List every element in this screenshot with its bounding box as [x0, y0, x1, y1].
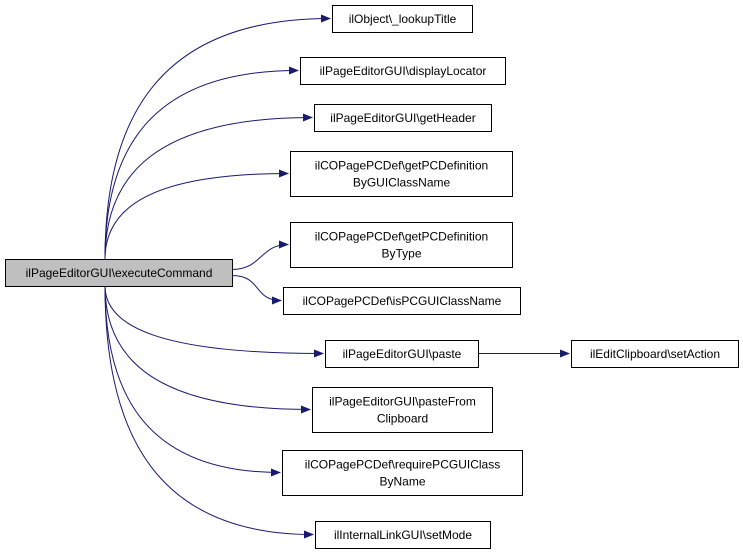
node-label-line: ilCOPagePCDef\getPCDefinition [315, 159, 488, 173]
graph-node-n10[interactable]: ilInternalLinkGUI\setMode [315, 521, 491, 549]
graph-node-n3[interactable]: ilPageEditorGUI\getHeader [314, 104, 492, 132]
node-label-line: ByType [381, 247, 421, 261]
node-box [325, 340, 479, 368]
graph-node-n11[interactable]: ilEditClipboard\setAction [571, 340, 739, 368]
node-box [571, 340, 739, 368]
node-label-line: ilPageEditorGUI\pasteFrom [329, 395, 476, 409]
node-label-line: ilCOPagePCDef\getPCDefinition [315, 230, 488, 244]
edge-root-to-n5 [231, 240, 289, 270]
edge-root-to-n2 [104, 66, 299, 260]
edge-root-to-n4 [104, 169, 289, 260]
node-box [283, 287, 521, 315]
node-box [315, 521, 491, 549]
node-box [290, 222, 513, 268]
node-box [5, 259, 233, 287]
edge-root-to-n3 [104, 113, 313, 260]
node-label-line: ByName [379, 475, 425, 489]
graph-node-n2[interactable]: ilPageEditorGUI\displayLocator [300, 57, 506, 85]
node-label-line: ilPageEditorGUI\paste [343, 347, 462, 361]
node-box [314, 104, 492, 132]
graph-node-n7[interactable]: ilPageEditorGUI\paste [325, 340, 479, 368]
graph-node-n1[interactable]: ilObject\_lookupTitle [332, 5, 473, 33]
node-label-line: Clipboard [377, 412, 428, 426]
node-box [312, 387, 493, 433]
node-label-line: ilObject\_lookupTitle [349, 12, 457, 26]
node-label-line: ilInternalLinkGUI\setMode [334, 528, 472, 542]
graph-node-n4[interactable]: ilCOPagePCDef\getPCDefinitionByGUIClassN… [290, 151, 513, 197]
node-box [300, 57, 506, 85]
node-label-line: ilCOPagePCDef\isPCGUIClassName [303, 294, 502, 308]
edge-root-to-n1 [104, 14, 331, 260]
edge-root-to-n8 [104, 285, 311, 414]
node-label-line: ilPageEditorGUI\getHeader [330, 111, 475, 125]
node-box [332, 5, 473, 33]
node-box [290, 151, 513, 197]
edge-root-to-n7 [104, 285, 324, 358]
edges-group [104, 14, 570, 539]
node-label-line: ilPageEditorGUI\executeCommand [26, 266, 213, 280]
node-label-line: ilCOPagePCDef\requirePCGUIClass [305, 458, 500, 472]
graph-node-n6[interactable]: ilCOPagePCDef\isPCGUIClassName [283, 287, 521, 315]
edge-root-to-n9 [104, 285, 281, 477]
edge-root-to-n10 [104, 285, 314, 539]
nodes-group: ilPageEditorGUI\executeCommand ilObject\_… [5, 5, 739, 549]
edge-root-to-n6 [231, 275, 282, 305]
node-box [282, 450, 523, 496]
root-node[interactable]: ilPageEditorGUI\executeCommand [5, 259, 233, 287]
node-label-line: ByGUIClassName [353, 176, 451, 190]
node-label-line: ilEditClipboard\setAction [590, 347, 720, 361]
node-label-line: ilPageEditorGUI\displayLocator [320, 64, 487, 78]
